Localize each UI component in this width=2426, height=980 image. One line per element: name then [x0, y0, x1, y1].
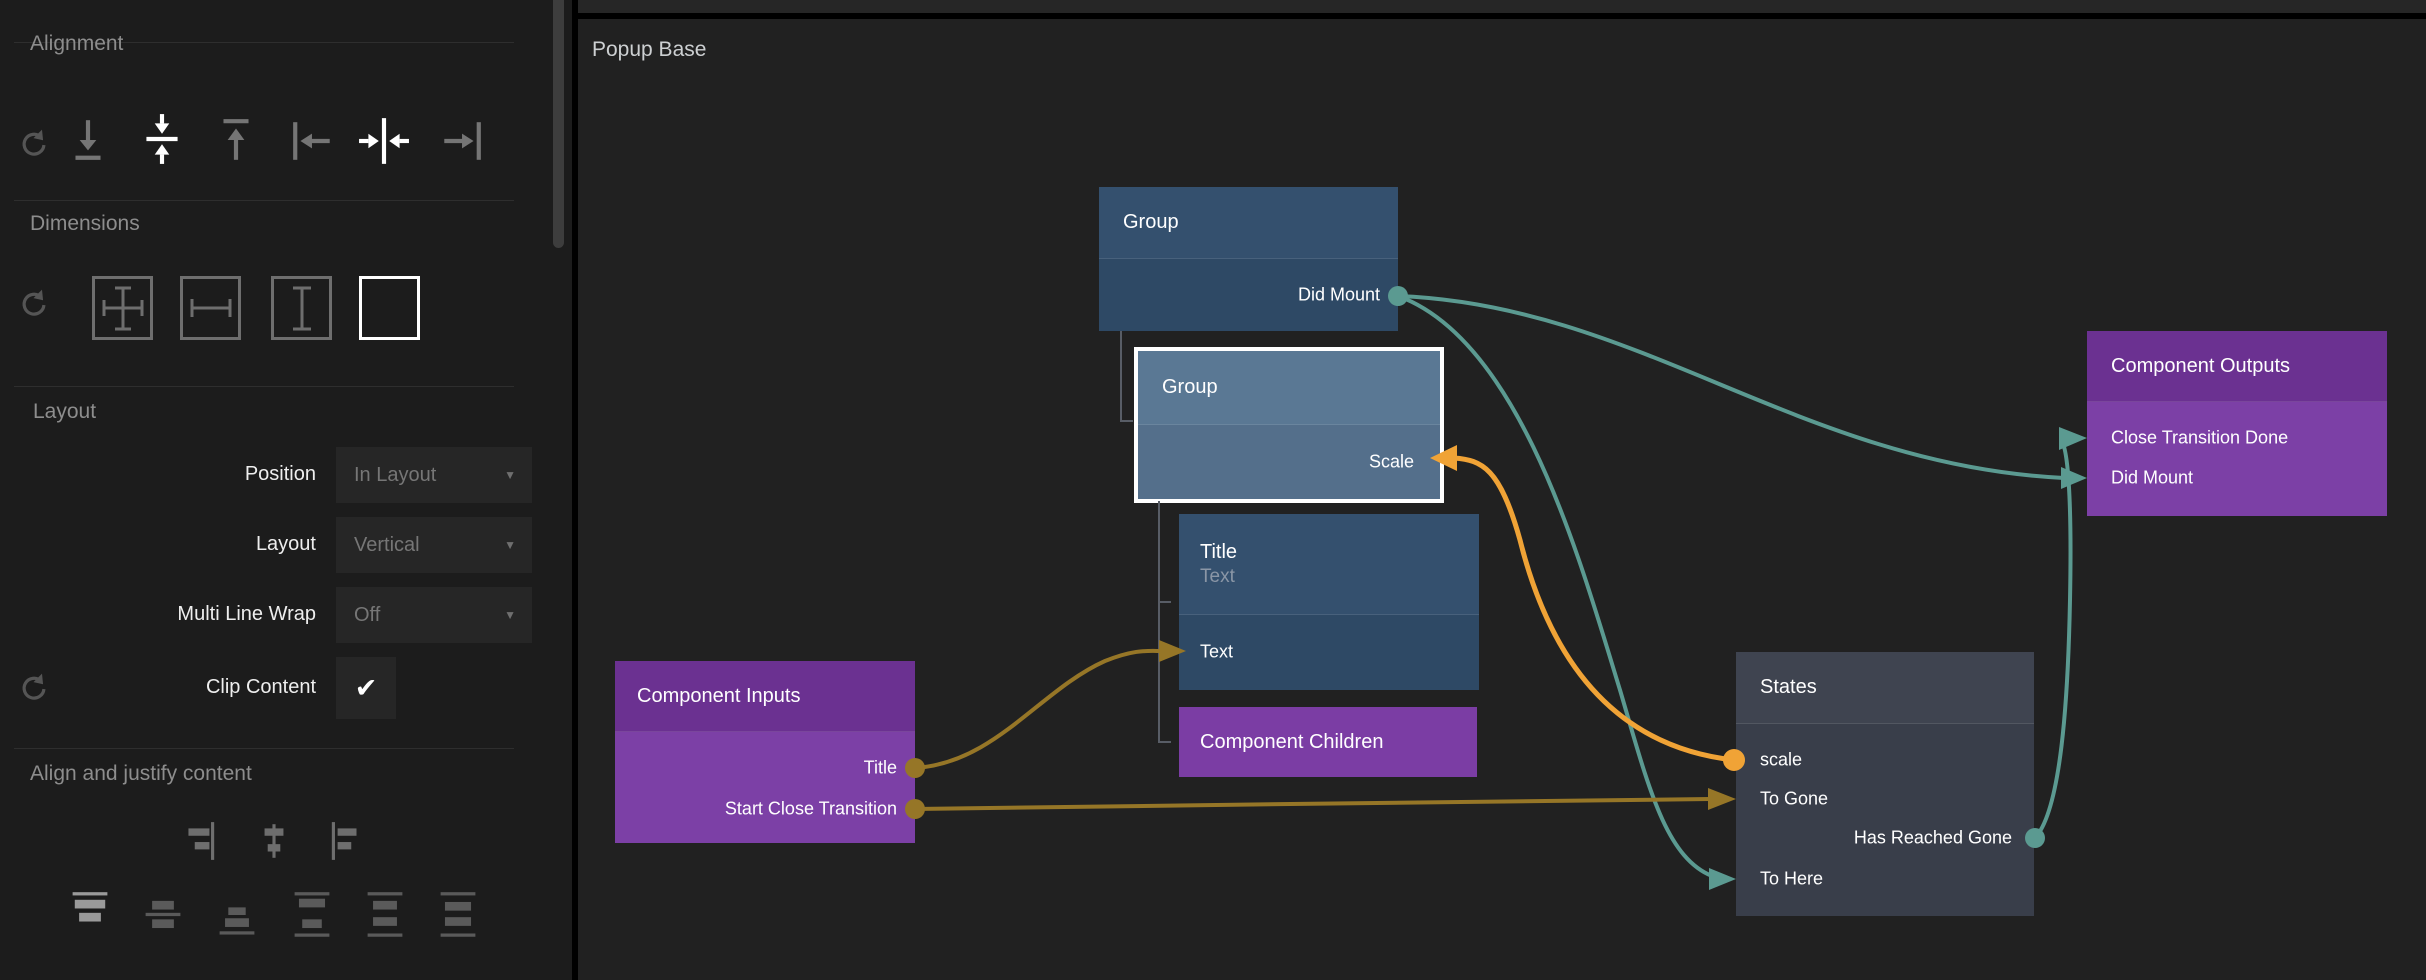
port-label-text: Text — [1200, 641, 1234, 662]
align-content-space-evenly-icon[interactable] — [438, 890, 478, 940]
align-content-end-icon[interactable] — [217, 890, 257, 940]
size-height-explicit-icon[interactable] — [271, 276, 332, 340]
size-content-icon[interactable] — [359, 276, 420, 340]
align-content-space-between-icon[interactable] — [292, 890, 332, 940]
align-content-center-icon[interactable] — [143, 890, 183, 940]
chevron-down-icon: ▼ — [504, 608, 516, 622]
node-component-inputs[interactable]: Component Inputs Title Start Close Trans… — [615, 661, 915, 843]
section-divider — [14, 42, 514, 43]
check-icon: ✔ — [354, 672, 378, 703]
layout-dropdown[interactable]: Vertical ▼ — [336, 517, 532, 573]
node-title: Group — [1138, 351, 1440, 425]
node-title: Title — [1200, 540, 1238, 563]
sidebar-scrollbar[interactable] — [553, 0, 564, 248]
arrowhead-icon — [1708, 788, 1736, 810]
node-group-outer[interactable]: Group Did Mount — [1099, 187, 1398, 331]
size-both-explicit-icon[interactable] — [92, 276, 153, 340]
justify-center-icon[interactable] — [258, 820, 290, 862]
port-label-scale: Scale — [1368, 451, 1414, 472]
align-vertical-center-icon[interactable] — [144, 112, 180, 166]
node-title-text[interactable]: Title Text Text — [1179, 514, 1479, 690]
node-component-outputs[interactable]: Component Outputs Close Transition Done … — [2087, 331, 2387, 516]
panel-divider — [572, 0, 578, 980]
port-label-has-reached-gone: Has Reached Gone — [1853, 827, 2012, 848]
canvas-breadcrumb-title: Popup Base — [592, 38, 707, 61]
properties-sidebar: Alignment Dimensions Layout Position In … — [0, 0, 572, 980]
wire-didmount-to-outputs-didmount[interactable] — [1397, 294, 2087, 489]
align-justify-section-label: Align and justify content — [30, 762, 252, 785]
clip-content-label: Clip Content — [205, 676, 316, 698]
node-group-selected[interactable]: Group Scale — [1134, 347, 1444, 503]
align-left-icon[interactable] — [290, 120, 336, 162]
align-right-icon[interactable] — [438, 120, 484, 162]
node-title: Component Children — [1200, 730, 1384, 753]
port-label-start-close-transition: Start Close Transition — [724, 798, 897, 819]
hierarchy-line-group2-children — [1158, 501, 1171, 743]
dimensions-section-label: Dimensions — [30, 212, 140, 235]
align-top-icon[interactable] — [218, 116, 254, 164]
multi-line-wrap-label: Multi Line Wrap — [177, 603, 316, 625]
chevron-down-icon: ▼ — [504, 468, 516, 482]
canvas-top-line — [578, 13, 2426, 19]
arrowhead-icon — [1709, 868, 1736, 890]
wire-hasreachedgone-to-outputs-closedone[interactable] — [2033, 427, 2087, 840]
justify-start-icon[interactable] — [330, 820, 362, 862]
node-component-children[interactable]: Component Children — [1179, 707, 1477, 777]
port-label-did-mount: Did Mount — [1297, 284, 1380, 305]
align-horizontal-center-icon[interactable] — [358, 116, 410, 166]
layout-row-label: Layout — [255, 533, 316, 555]
size-width-explicit-icon[interactable] — [180, 276, 241, 340]
position-dropdown[interactable]: In Layout ▼ — [336, 447, 532, 503]
hierarchy-line-group1-group2 — [1120, 331, 1133, 422]
port-label-to-here: To Here — [1760, 868, 1824, 889]
chevron-down-icon: ▼ — [504, 538, 516, 552]
section-divider — [14, 200, 514, 201]
multi-line-wrap-value: Off — [354, 603, 381, 626]
port-label-close-transition-done: Close Transition Done — [2111, 427, 2289, 448]
alignment-section-label: Alignment — [30, 32, 124, 55]
node-states[interactable]: States scale To Gone Has Reached Gone To… — [1736, 652, 2034, 916]
align-content-start-icon[interactable] — [70, 890, 110, 940]
multi-line-wrap-dropdown[interactable]: Off ▼ — [336, 587, 532, 643]
section-divider — [14, 386, 514, 387]
port-label-scale: scale — [1760, 749, 1803, 770]
node-title: Component Outputs — [2087, 331, 2387, 402]
arrowhead-icon — [2059, 427, 2087, 450]
wire-inputs-title-to-title-text[interactable] — [914, 640, 1186, 770]
arrowhead-icon — [2061, 467, 2087, 489]
justify-end-icon[interactable] — [184, 820, 216, 862]
node-title: States — [1736, 652, 2034, 724]
clip-content-reset-icon[interactable] — [18, 672, 50, 704]
canvas-top-bar — [578, 0, 2426, 13]
layout-value: Vertical — [354, 533, 420, 556]
dimensions-reset-icon[interactable] — [18, 288, 50, 320]
node-title: Group — [1099, 187, 1398, 259]
layout-section-label: Layout — [33, 400, 97, 423]
port-label-to-gone: To Gone — [1760, 788, 1829, 809]
align-bottom-icon[interactable] — [70, 116, 106, 164]
position-label: Position — [244, 463, 316, 485]
node-title: Component Inputs — [615, 661, 915, 732]
align-content-space-around-icon[interactable] — [365, 890, 405, 940]
section-divider — [14, 748, 514, 749]
port-label-title: Title — [863, 757, 897, 778]
wire-inputs-startclose-to-states-togone[interactable] — [914, 788, 1736, 811]
alignment-reset-icon[interactable] — [18, 128, 50, 160]
node-subtitle: Text — [1200, 565, 1235, 587]
port-label-did-mount: Did Mount — [2111, 467, 2194, 488]
position-value: In Layout — [354, 463, 437, 486]
clip-content-checkbox[interactable]: ✔ — [336, 657, 396, 719]
